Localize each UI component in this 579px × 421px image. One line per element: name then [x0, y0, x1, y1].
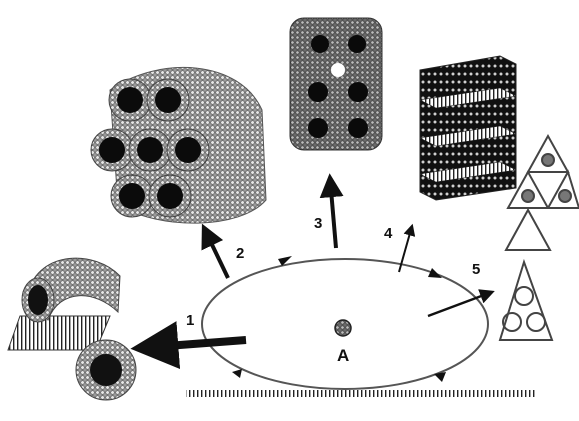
cubic-network-structure [290, 18, 382, 150]
lamellar-stack-structure [420, 56, 516, 200]
pathway-label-2: 2 [236, 246, 244, 261]
center-label: A [337, 347, 349, 364]
pathway-arrow-2 [204, 228, 228, 278]
single-nanotube-structure [8, 258, 136, 400]
pathway-arrow-5 [428, 292, 492, 316]
pathway-arrow-3 [330, 178, 336, 248]
substrate-surface [186, 390, 536, 397]
pathway-label-3: 3 [314, 216, 322, 231]
cycle-arrowhead-bottom-left [232, 369, 242, 378]
pathway-label-1: 1 [186, 313, 194, 328]
cycle-arrowhead-right [428, 268, 442, 278]
center-molecule-icon [335, 320, 351, 336]
pathway-arrow-1 [140, 340, 246, 348]
pathway-label-5: 5 [472, 262, 480, 277]
hexagonal-tube-bundle [91, 67, 266, 223]
pathway-label-4: 4 [384, 226, 392, 241]
